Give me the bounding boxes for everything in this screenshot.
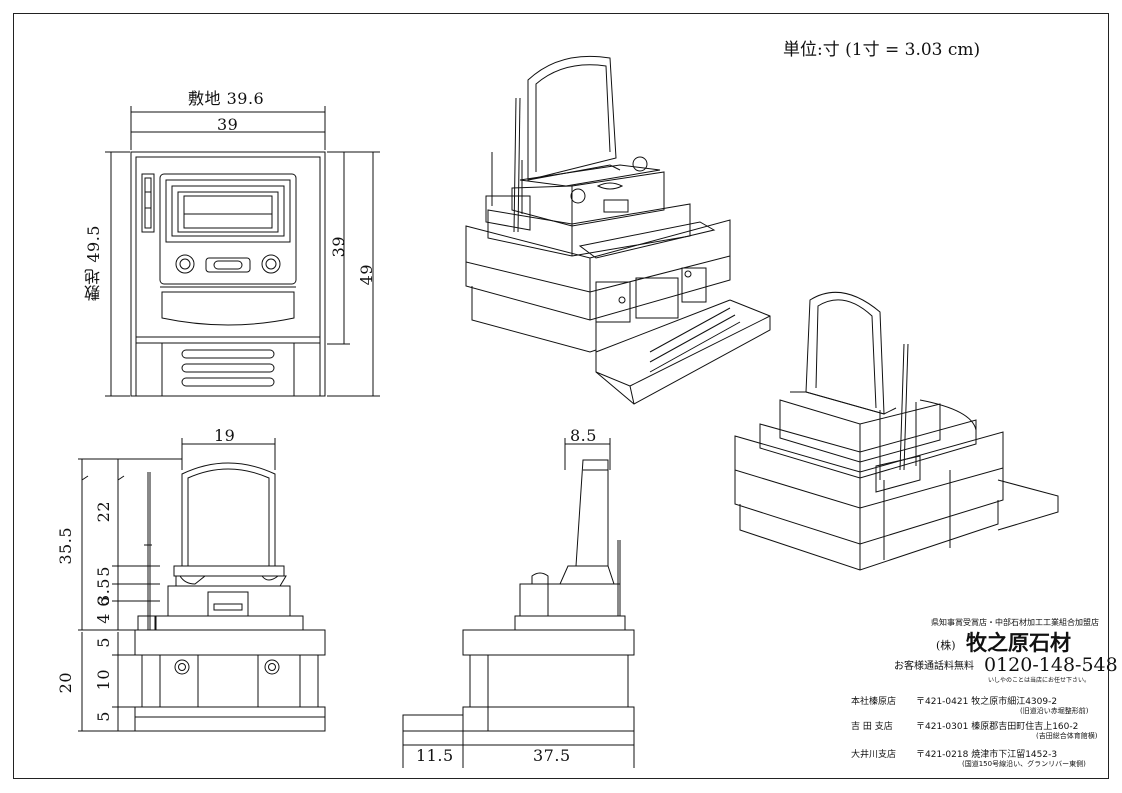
branch-address-3: 〒421-0218 焼津市下江留1452-3 [916, 750, 1058, 760]
branch-label-3: 大井川支店 [851, 750, 897, 760]
height-a-label: 5 [94, 566, 113, 577]
height-d-label: 4 [94, 613, 113, 624]
branch-note-2: (吉田総合体育館横) [1036, 732, 1098, 740]
branch-note-1: (旧道沿い赤堀整形前) [1020, 707, 1089, 715]
unit-note: 単位:寸 (1寸 = 3.03 cm) [783, 40, 981, 60]
front-view-drawing [78, 438, 326, 732]
phone-note: いしやのことは当店にお任せ下さい。 [988, 677, 1090, 684]
total-height-label: 35.5 [56, 527, 75, 565]
step-depth-label: 11.5 [416, 746, 454, 765]
company-name: 牧之原石材 [966, 630, 1071, 655]
stone-height-label: 22 [94, 501, 113, 523]
base-depth-label: 37.5 [533, 746, 571, 765]
width-label: 39 [217, 115, 239, 134]
drawing-frame [13, 13, 1109, 779]
free-call-label: お客様通話料無料 [894, 661, 974, 672]
inner-depth-label: 39 [329, 236, 348, 258]
iso-view-front [465, 55, 771, 405]
stone-width-label: 19 [214, 426, 236, 445]
branch-label-1: 本社榛原店 [851, 697, 897, 707]
base-bottom-label: 5 [94, 711, 113, 722]
branch-note-3: (国道150号線沿い、グランリバー東側) [962, 760, 1086, 768]
branch-label-2: 吉 田 支店 [851, 722, 893, 732]
side-view-drawing [402, 438, 635, 768]
site-depth-label: 敷地 49.5 [84, 225, 103, 302]
stone-depth-label: 8.5 [570, 426, 597, 445]
base-top-label: 5 [94, 637, 113, 648]
company-prefix: (株) [936, 639, 956, 652]
site-width-label: 敷地 39.6 [188, 89, 265, 108]
height-c-label: 6 [94, 596, 113, 607]
branch-address-1: 〒421-0421 牧之原市細江4309-2 [916, 697, 1058, 707]
branch-address-2: 〒421-0301 榛原郡吉田町住吉上160-2 [916, 722, 1079, 732]
base-mid-label: 10 [94, 669, 113, 691]
base-total-label: 20 [56, 672, 75, 694]
top-view-drawing [105, 106, 380, 397]
iso-view-back [734, 291, 1059, 571]
cert-text: 県知事賞受賞店・中部石材加工工業組合加盟店 [931, 618, 1099, 627]
phone-number: 0120-148-548 [984, 654, 1118, 676]
depth-label: 49 [357, 264, 376, 286]
